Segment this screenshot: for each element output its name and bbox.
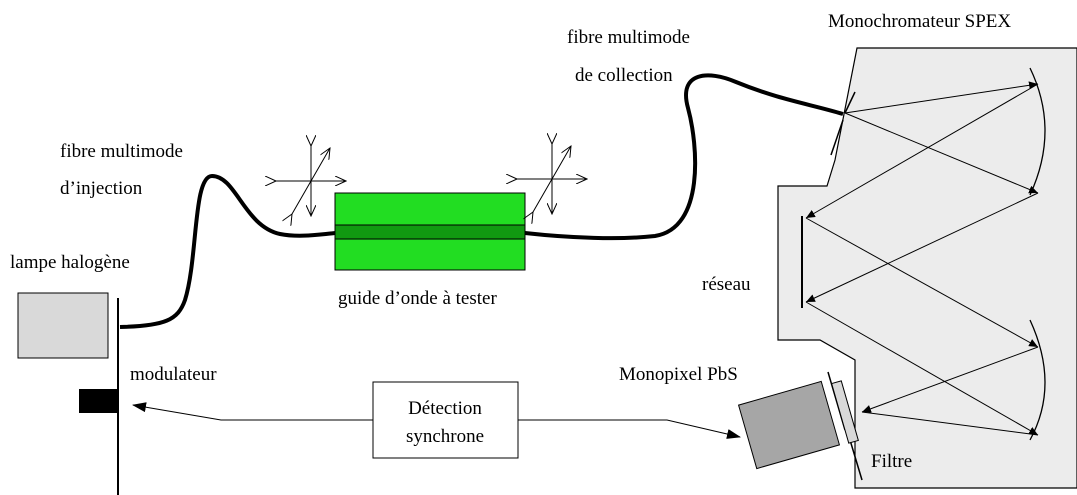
monochromator-rays: [805, 81, 1039, 436]
sync-detection-label-1: Détection: [408, 398, 482, 419]
injection-fiber-label-1: fibre multimode: [60, 141, 183, 162]
sync-detection-label-2: synchrone: [406, 426, 484, 447]
injection-fiber-label-2: d’injection: [60, 178, 143, 199]
waveguide-label: guide d’onde à tester: [338, 288, 497, 309]
modulator-label: modulateur: [130, 364, 217, 385]
pbs-detector: [737, 380, 841, 470]
waveguide-core: [334, 224, 526, 240]
entrance-slit-upper: [844, 91, 856, 114]
detector-to-sync-line: [518, 419, 741, 439]
grating-label: réseau: [702, 274, 751, 295]
sync-detection-box: [372, 381, 519, 459]
entrance-slit-lower: [830, 119, 844, 156]
detector-label: Monopixel PbS: [619, 364, 738, 385]
sync-to-modulator-line: [132, 402, 373, 421]
injection-fiber: [119, 173, 337, 329]
halogen-lamp-box: [17, 292, 109, 359]
lamp-label: lampe halogène: [10, 252, 130, 273]
exit-slit-lower: [849, 439, 863, 481]
monochromator-housing: [777, 47, 1077, 489]
positioner-left-icon: [276, 146, 346, 216]
collection-fiber: [524, 73, 844, 241]
filter-label: Filtre: [871, 451, 912, 472]
collection-fiber-label-2: de collection: [575, 65, 673, 86]
collection-fiber-label-1: fibre multimode: [567, 27, 690, 48]
monochromator-label: Monochromateur SPEX: [828, 11, 1011, 32]
positioner-right-icon: [517, 144, 587, 214]
filter-element: [831, 380, 859, 444]
modulator-chopper: [79, 389, 119, 413]
